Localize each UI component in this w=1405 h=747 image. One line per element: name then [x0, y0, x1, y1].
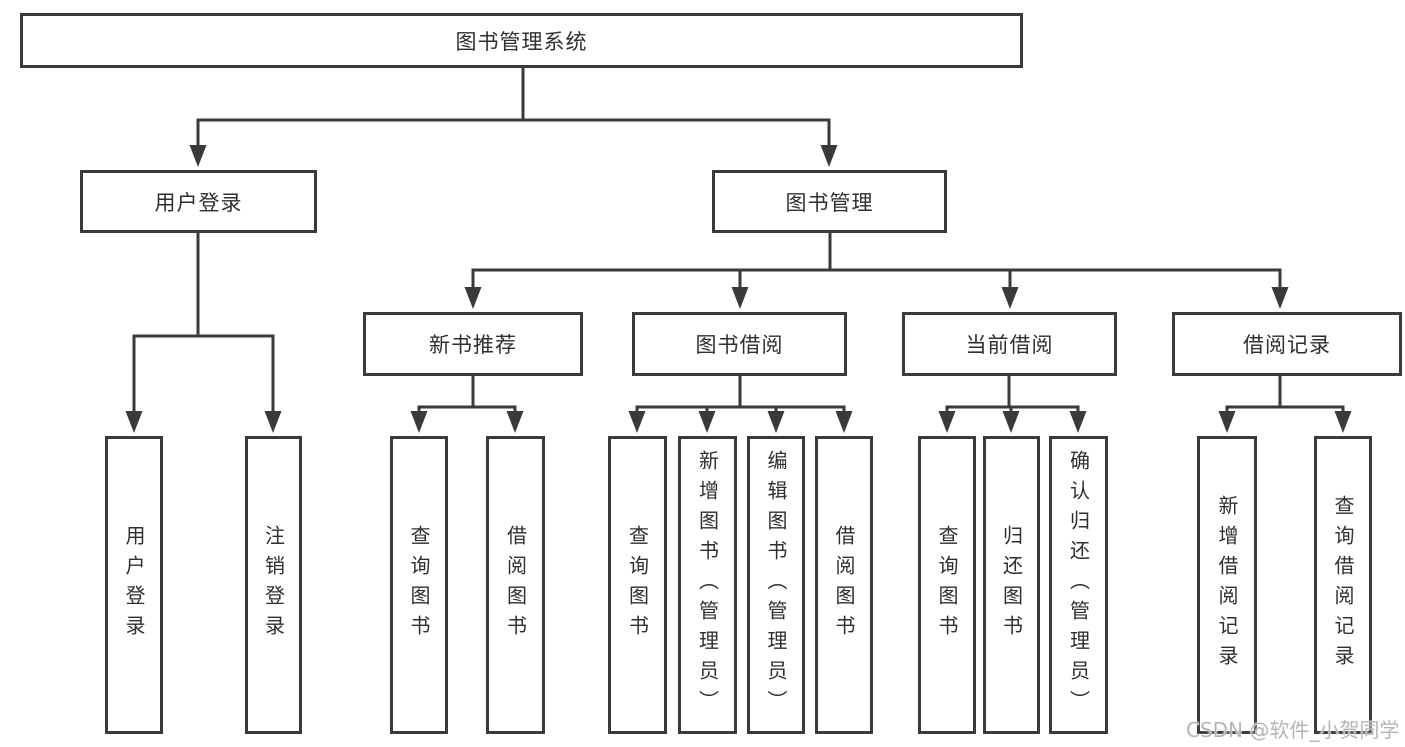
node-library-system: 图书管理系统	[20, 13, 1023, 68]
node-label: 图书借阅	[695, 333, 784, 357]
node-current-borrowing: 当前借阅	[902, 312, 1117, 376]
node-label: 当前借阅	[965, 333, 1054, 357]
node-label: 查询图书	[935, 525, 959, 645]
connector-book-management-children	[464, 231, 1289, 309]
leaf-return-book: 归还图书	[983, 436, 1040, 734]
leaf-add-book-admin: 新增图书（管理员）	[678, 436, 737, 734]
node-book-borrowing: 图书借阅	[632, 312, 847, 376]
node-label: 确认归还（管理员）	[1066, 450, 1091, 720]
node-user-login: 用户登录	[80, 170, 317, 233]
csdn-watermark: CSDN @软件_小贺同学	[1186, 718, 1400, 742]
node-label: 新增借阅记录	[1215, 495, 1239, 675]
leaf-query-books-borrowing: 查询图书	[608, 436, 667, 734]
node-label: 查询图书	[407, 525, 431, 645]
node-label: 编辑图书（管理员）	[764, 450, 788, 720]
leaf-logout: 注销登录	[245, 436, 302, 734]
leaf-confirm-return-admin: 确认归还（管理员）	[1049, 436, 1108, 734]
node-label: 用户登录	[122, 525, 146, 645]
node-borrowing-records: 借阅记录	[1172, 312, 1402, 376]
node-label: 用户登录	[154, 190, 243, 215]
node-label: 借阅记录	[1243, 333, 1331, 357]
node-label: 图书管理	[785, 190, 874, 215]
node-label: 查询借阅记录	[1331, 495, 1355, 675]
leaf-add-borrow-record: 新增借阅记录	[1197, 436, 1257, 734]
node-new-book-recommend: 新书推荐	[363, 312, 583, 376]
connector-root-to-level2	[189, 64, 838, 167]
connector-borrowing-records-children	[1218, 372, 1352, 433]
leaf-query-borrow-record: 查询借阅记录	[1314, 436, 1372, 734]
leaf-edit-book-admin: 编辑图书（管理员）	[747, 436, 805, 734]
leaf-query-books-recommend: 查询图书	[390, 436, 448, 734]
leaf-borrow-books-recommend: 借阅图书	[486, 436, 545, 734]
leaf-borrow-books-borrowing: 借阅图书	[815, 436, 873, 734]
node-label: 归还图书	[999, 525, 1024, 645]
node-label: 图书管理系统	[455, 29, 588, 54]
leaf-user-login: 用户登录	[105, 436, 163, 734]
node-label: 查询图书	[625, 525, 650, 645]
connector-new-book-recommend-children	[410, 372, 524, 433]
node-label: 新增图书（管理员）	[695, 450, 720, 720]
leaf-query-books-current: 查询图书	[918, 436, 976, 734]
connector-user-login-children	[125, 231, 282, 433]
node-label: 借阅图书	[503, 525, 528, 645]
node-label: 借阅图书	[832, 525, 856, 645]
node-label: 注销登录	[261, 525, 286, 645]
connector-current-borrowing-children	[938, 372, 1087, 433]
node-label: 新书推荐	[429, 333, 517, 357]
connector-book-borrowing-children	[628, 372, 853, 433]
node-book-management: 图书管理	[712, 170, 947, 233]
